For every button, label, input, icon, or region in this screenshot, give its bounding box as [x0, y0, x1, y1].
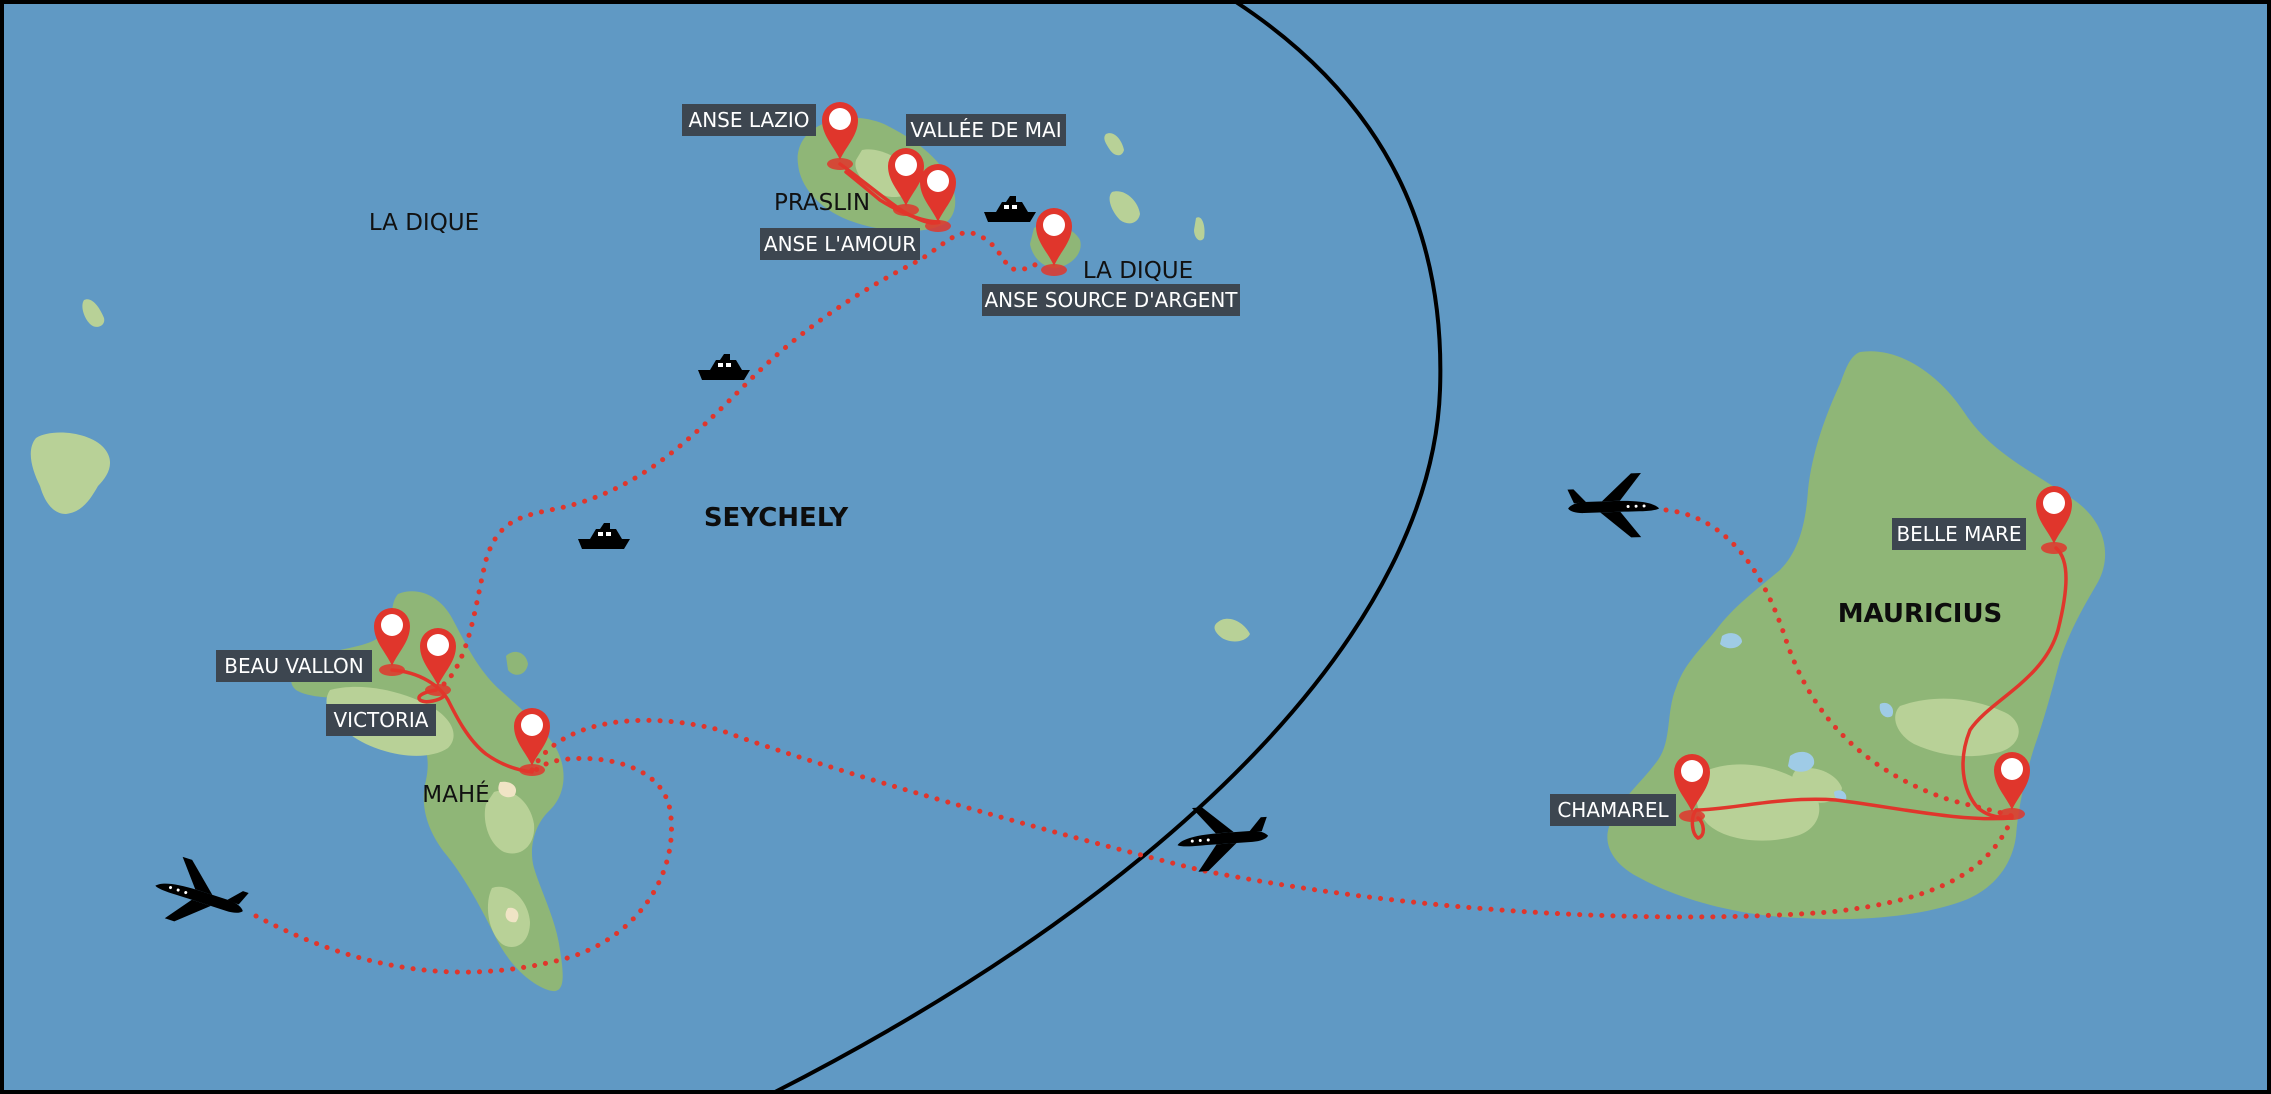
stop-label-box — [326, 704, 436, 736]
island-label-mahe: MAHÉ — [422, 780, 489, 808]
route-drive-mahe — [390, 668, 534, 774]
lake-2 — [1879, 702, 1894, 718]
island-mahe-sand-south — [505, 907, 519, 923]
island-east-b — [1109, 191, 1140, 224]
stop-label-box — [216, 650, 372, 682]
stop-label-box — [982, 284, 1240, 316]
island-mahe-sand — [498, 781, 517, 798]
route-flight-departure — [1663, 507, 2015, 819]
stop-label-box — [906, 114, 1066, 146]
stop-label-belle-mare: BELLE MARE — [1896, 522, 2021, 546]
route-flight-arrival — [253, 755, 674, 975]
route-drive-mauritius-north — [1961, 546, 2068, 819]
island-west-small — [82, 299, 105, 327]
island-east-c — [1194, 217, 1205, 241]
island-silhouette — [506, 651, 528, 675]
stop-label-anse-lazio: ANSE LAZIO — [689, 108, 810, 132]
island-east-d — [1214, 618, 1250, 642]
island-mahe-hill-south — [484, 790, 535, 854]
island-east-a — [1104, 133, 1124, 156]
stop-label-beau-vallon: BEAU VALLON — [224, 654, 363, 678]
lake-1 — [1720, 633, 1742, 649]
stop-label-box — [682, 104, 816, 136]
island-label-la-digue: LA DIQUE — [1083, 258, 1193, 284]
stop-label-box — [1550, 794, 1676, 826]
island-mauritius-central-hill — [1791, 768, 1842, 803]
stop-label-box — [1892, 518, 2026, 550]
stop-label-box — [760, 228, 920, 260]
region-boundary — [774, 0, 1443, 1094]
stop-label-anse-lamour: ANSE L'AMOUR — [764, 232, 916, 256]
island-label-la-digue-west: LA DIQUE — [369, 210, 479, 236]
stop-label-anse-source: ANSE SOURCE D'ARGENT — [984, 288, 1238, 312]
stop-label-victoria: VICTORIA — [334, 708, 429, 732]
island-west-large — [30, 432, 111, 514]
stop-label-chamarel: CHAMAREL — [1557, 798, 1669, 822]
lake-3 — [1788, 751, 1815, 772]
route-drive-mauritius-west — [1690, 797, 2014, 840]
region-label-mauritius: MAURICIUS — [1838, 599, 2003, 629]
stop-label-vallee-de-mai: VALLÉE DE MAI — [910, 118, 1061, 142]
island-label-praslin: PRASLIN — [774, 190, 870, 216]
region-label-seychelles: SEYCHELY — [704, 503, 850, 533]
